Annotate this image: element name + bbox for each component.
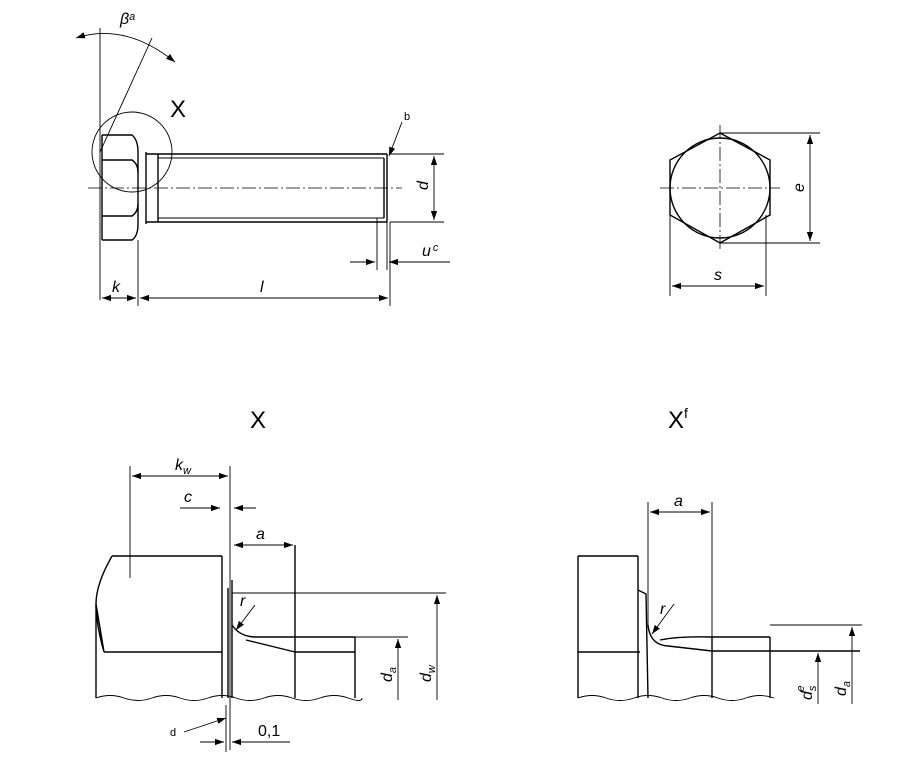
detail-xf-title: Xf (668, 405, 688, 434)
beta-label: βa (119, 11, 135, 28)
xf-da-label: da (833, 681, 853, 696)
s-label: s (714, 267, 722, 284)
beta-angle-arc (75, 32, 176, 63)
detail-xf-break-line (577, 695, 775, 701)
d-note-leader (183, 717, 227, 733)
detail-xf-upper-thread (659, 636, 770, 641)
b-leader (388, 121, 403, 157)
detail-x-fillet (231, 624, 355, 638)
detail-x-r-label: r (240, 593, 246, 610)
detail-x-a-label: a (256, 526, 265, 543)
bolt-head-outline (101, 134, 139, 241)
kw-label: kw (175, 457, 192, 477)
detail-xf-fillet (647, 624, 770, 652)
bolt-head-faces (102, 159, 139, 217)
gap-label: 0,1 (258, 723, 280, 740)
k-label: k (112, 279, 121, 296)
da-label: da (379, 667, 399, 682)
detail-x-title: X (250, 407, 266, 434)
detail-x-r-leader (235, 604, 256, 631)
detail-x-head (95, 555, 222, 653)
detail-xf-view: Xf a r dse da (577, 405, 862, 704)
xf-a-label: a (674, 493, 683, 510)
e-label: e (791, 183, 808, 192)
l-label: l (260, 279, 264, 296)
xf-r-label: r (660, 601, 666, 618)
detail-x-break-line (95, 695, 363, 701)
b-label: b (404, 111, 410, 123)
detail-x-circle (91, 111, 173, 193)
bolt-end-view: e s (660, 125, 820, 296)
dw-label: dw (418, 664, 438, 682)
detail-x-marker: X (170, 96, 186, 123)
ds-label: dse (795, 685, 819, 700)
d-label: d (415, 180, 432, 190)
detail-xf-washer (637, 589, 649, 699)
c-label: c (184, 489, 192, 506)
d-note-label: d (170, 727, 176, 739)
detail-x-transition (245, 639, 296, 653)
detail-x-view: X kw c a r da dw (95, 407, 446, 752)
xf-r-leader (651, 603, 675, 635)
